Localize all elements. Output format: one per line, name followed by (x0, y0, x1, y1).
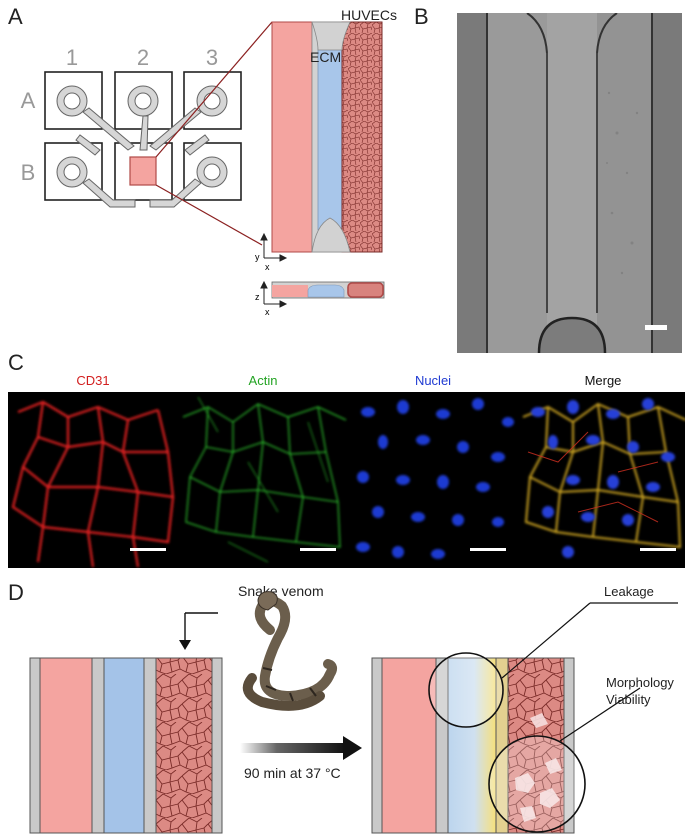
chamber-after (371, 657, 575, 834)
panel-label-a: A (8, 4, 23, 29)
chamber-zoom: HUVECs ECM (271, 7, 397, 253)
xz-axis-indicator (260, 280, 288, 308)
chamber-side-view (271, 281, 385, 299)
chip-schematic: 1 2 3 A B H (21, 7, 397, 317)
panel-label-d: D (8, 580, 24, 605)
stain-label-nuclei: Nuclei (414, 373, 452, 388)
treatment-label: 90 min at 37 °C (244, 765, 341, 781)
ecm-label: ECM (310, 49, 341, 65)
stain-label-actin: Actin (248, 373, 278, 388)
actin-image (178, 392, 348, 568)
cd31-image (8, 392, 178, 568)
morphology-zoom-circle (488, 735, 586, 833)
panel-label-c: C (8, 350, 24, 375)
axis-x-label: x (265, 307, 270, 317)
cobra-illustration (242, 591, 338, 711)
axis-z-label: z (255, 292, 260, 302)
chip-row-label: B (21, 160, 36, 185)
scale-bar (645, 325, 667, 330)
brightfield-micrograph (457, 13, 682, 353)
chip-column-label: 3 (206, 45, 218, 70)
chamber-before (29, 657, 223, 834)
venom-label: Snake venom (238, 583, 324, 599)
xy-axis-indicator (260, 232, 288, 262)
axis-y-label: y (255, 252, 260, 262)
chip-column-label: 2 (137, 45, 149, 70)
microfluidic-channels (56, 85, 228, 208)
morphology-label: Morphology (606, 675, 674, 690)
viability-label: Viability (606, 692, 651, 707)
huvecs-label: HUVECs (341, 7, 397, 23)
leakage-zoom-circle (428, 652, 504, 728)
venom-addition-arrow (184, 612, 218, 642)
stain-label-cd31: CD31 (76, 373, 110, 388)
stain-label-merge: Merge (584, 373, 622, 388)
leakage-label: Leakage (604, 584, 654, 599)
panel-label-b: B (414, 4, 429, 29)
nuclei-image (348, 392, 518, 568)
axis-x-label: x (265, 262, 270, 272)
culture-chamber-highlight (129, 156, 157, 186)
chip-column-label: 1 (66, 45, 78, 70)
merge-image (518, 392, 685, 568)
treatment-arrow (240, 743, 345, 753)
venom-assay-schematic: Snake venom 90 min at 37 °C L (29, 583, 678, 834)
chip-row-label: A (21, 88, 36, 113)
